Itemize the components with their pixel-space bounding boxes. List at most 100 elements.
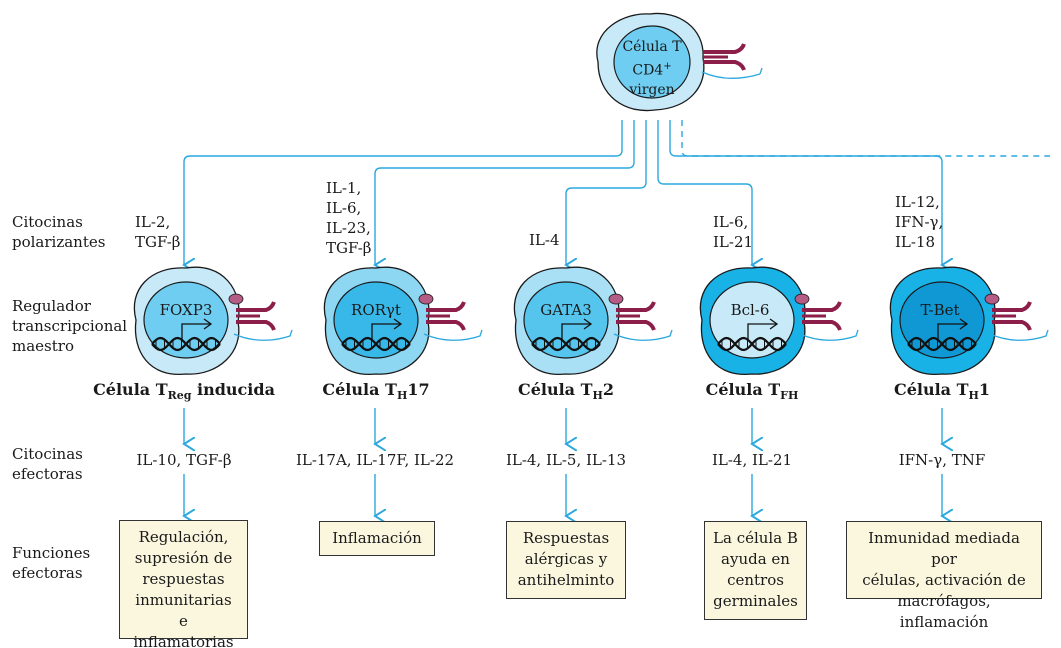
function-line: Inmunidad mediada por bbox=[868, 529, 1020, 568]
polarizing-item: IL-21 bbox=[713, 233, 754, 251]
polarizing-tfh: IL-6, IL-21 bbox=[713, 212, 753, 252]
name-sub: H bbox=[592, 389, 603, 403]
name-th1: Célula TH1 bbox=[842, 380, 1042, 402]
function-box-tfh: La célula B ayuda en centros germinales bbox=[704, 521, 807, 620]
dna-helix-icons bbox=[151, 318, 977, 352]
surface-knob-icon bbox=[984, 293, 1000, 305]
receptor-arm-icon bbox=[802, 301, 842, 312]
row-label-line: Citocinas bbox=[12, 213, 83, 231]
row-label-effector-functions: Funciones efectoras bbox=[12, 543, 90, 583]
membrane-tail-icon bbox=[799, 329, 859, 341]
transcription-arrowhead-icon bbox=[769, 318, 779, 330]
function-box-th2: Respuestas alérgicas y antihelminto bbox=[506, 521, 626, 599]
row-label-polarizing: Citocinas polarizantes bbox=[12, 212, 105, 252]
function-line: La célula B bbox=[713, 529, 798, 547]
receptor-arm-icon bbox=[426, 301, 466, 312]
polarizing-item: IL-1, bbox=[326, 179, 362, 197]
tfh-cell bbox=[699, 266, 806, 376]
name-sub: FH bbox=[780, 389, 799, 403]
effector-th1: IFN-γ, TNF bbox=[898, 451, 986, 469]
function-line: germinales bbox=[713, 592, 798, 610]
dna-strand-icon bbox=[531, 336, 601, 352]
naive-cell-line2: CD4+ bbox=[614, 57, 690, 81]
effector-arrows bbox=[184, 408, 942, 516]
tcr-receptor-icon bbox=[703, 43, 746, 71]
name-pre: Célula T bbox=[93, 380, 168, 399]
receptor-arm-icon bbox=[236, 301, 276, 312]
name-th17: Célula TH17 bbox=[276, 380, 476, 402]
differentiation-paths bbox=[184, 120, 1050, 265]
polarizing-item: IL-4 bbox=[529, 231, 560, 249]
polarizing-item: TGF-β bbox=[135, 233, 181, 251]
effector-th2: IL-4, IL-5, IL-13 bbox=[505, 451, 627, 469]
subset-receptors bbox=[228, 293, 1049, 341]
receptor-arm-icon bbox=[992, 320, 1032, 331]
regulator-tbet: T-Bet bbox=[920, 301, 960, 319]
polarizing-th1: IL-12, IFN-γ, IL-18 bbox=[895, 192, 943, 252]
surface-knob-icon bbox=[794, 293, 810, 305]
membrane-tail-icon bbox=[423, 329, 483, 341]
transcription-arrowhead-icon bbox=[959, 318, 969, 330]
row-label-effector-cytokines: Citocinas efectoras bbox=[12, 444, 83, 484]
polarizing-th17: IL-1, IL-6, IL-23, TGF-β bbox=[326, 178, 371, 258]
polarizing-item: TGF-β bbox=[326, 239, 372, 257]
name-pre: Célula T bbox=[893, 380, 969, 399]
naive-t-cell bbox=[596, 12, 763, 112]
function-line: células, activación de bbox=[862, 571, 1026, 589]
naive-cell-line1: Célula T bbox=[622, 39, 682, 55]
name-sub: H bbox=[396, 389, 408, 403]
polarizing-item: IL-12, bbox=[895, 193, 940, 211]
regulator-bcl6: Bcl-6 bbox=[730, 301, 770, 319]
naive-cell-label: Célula T CD4+ virgen bbox=[614, 38, 690, 100]
function-line: Respuestas bbox=[522, 529, 610, 547]
function-line: alérgicas y bbox=[524, 550, 608, 568]
function-line: supresión de bbox=[134, 549, 233, 567]
function-box-th1: Inmunidad mediada por células, activació… bbox=[846, 521, 1042, 631]
regulator-rorgt: RORγt bbox=[351, 301, 401, 319]
surface-knob-icon bbox=[418, 293, 434, 305]
transcription-arrow-icon bbox=[371, 323, 400, 340]
th17-cell bbox=[323, 266, 430, 376]
polarizing-item: IL-6, bbox=[326, 199, 362, 217]
membrane-tail-icon bbox=[233, 329, 293, 341]
transcription-arrow-icon bbox=[747, 323, 776, 340]
name-sub: Reg bbox=[167, 389, 192, 403]
name-pre: Célula T bbox=[517, 380, 593, 399]
polarizing-item: IL-6, bbox=[713, 213, 749, 231]
row-label-line: Regulador bbox=[12, 297, 91, 315]
name-treg: Célula TReg inducida bbox=[84, 380, 284, 402]
transcription-arrow-icon bbox=[937, 323, 966, 340]
name-post: 2 bbox=[602, 380, 615, 399]
function-box-th17: Inflamación bbox=[319, 521, 435, 556]
function-box-treg: Regulación, supresión de respuestas inmu… bbox=[119, 520, 248, 648]
receptor-arm-icon bbox=[616, 320, 656, 331]
row-label-line: polarizantes bbox=[12, 233, 106, 251]
name-tfh: Célula TFH bbox=[652, 380, 852, 402]
function-line: e inflamatorias bbox=[133, 612, 234, 648]
function-line: centros bbox=[727, 571, 784, 589]
surface-knob-icon bbox=[608, 293, 624, 305]
naive-cell-line3: virgen bbox=[629, 81, 675, 98]
effector-treg: IL-10, TGF-β bbox=[136, 451, 232, 469]
dna-strand-icon bbox=[907, 336, 977, 352]
membrane-tail-icon bbox=[989, 329, 1049, 341]
name-sub: H bbox=[968, 389, 979, 403]
row-label-line: maestro bbox=[12, 337, 74, 355]
name-th2: Célula TH2 bbox=[466, 380, 666, 402]
name-post: inducida bbox=[191, 380, 275, 399]
receptor-arm-icon bbox=[802, 320, 842, 331]
th2-cell bbox=[513, 266, 620, 376]
row-label-line: Citocinas bbox=[12, 445, 83, 463]
name-pre: Célula T bbox=[705, 380, 781, 399]
transcription-arrow-icon bbox=[561, 323, 590, 340]
name-post: 17 bbox=[407, 380, 430, 399]
function-line: respuestas bbox=[142, 570, 225, 588]
function-line: Regulación, bbox=[138, 528, 229, 546]
function-line: macrófagos, inflamación bbox=[897, 592, 991, 631]
receptor-arm-icon bbox=[992, 301, 1032, 312]
cd4-sup: + bbox=[663, 61, 672, 72]
th1-cell bbox=[889, 266, 996, 376]
polarizing-item: IL-18 bbox=[895, 233, 936, 251]
transcription-arrowhead-icon bbox=[393, 318, 403, 330]
